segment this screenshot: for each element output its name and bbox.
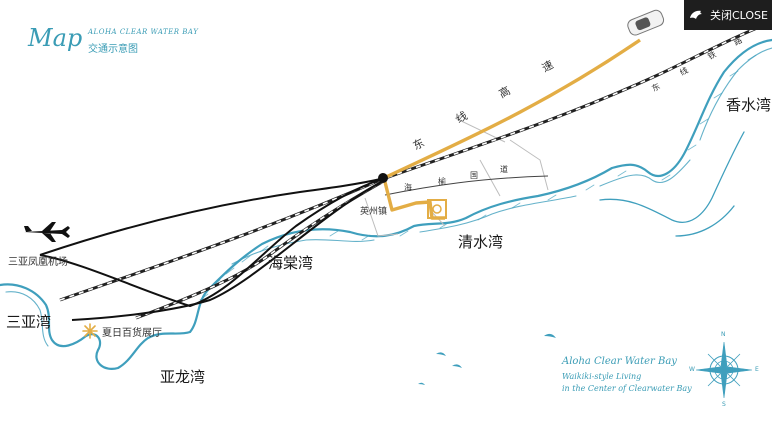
coastline-main <box>0 38 772 370</box>
label-xiangshui-bay: 香水湾 <box>726 96 772 114</box>
showroom-flower-icon <box>82 323 98 339</box>
compass-rose-icon <box>695 341 753 399</box>
map-logo-script: Map <box>28 24 83 52</box>
coastline <box>0 38 772 370</box>
label-yalong-bay: 亚龙湾 <box>160 368 206 386</box>
brand-name-en: ALOHA CLEAR WATER BAY <box>88 28 199 36</box>
label-sanya-airport: 三亚凤凰机场 <box>8 257 68 268</box>
label-sanya-bay: 三亚湾 <box>6 313 52 331</box>
airplane-icon <box>24 222 70 242</box>
car-icon <box>627 9 665 36</box>
close-button[interactable]: 关闭CLOSE <box>684 0 772 30</box>
hainan-road <box>384 175 549 196</box>
interchange-node <box>378 173 388 183</box>
label-xiari-showroom: 夏日百货展厅 <box>102 328 162 339</box>
birds-icon <box>418 333 556 385</box>
tagline-title: Aloha Clear Water Bay <box>562 356 677 367</box>
label-hainan-road-char: 海 <box>404 183 412 192</box>
coastline-detail <box>599 131 745 237</box>
east-expressway <box>382 38 641 220</box>
compass-e: E <box>755 366 759 373</box>
coastline-inner <box>5 47 772 347</box>
label-hainan-road-char: 榆 <box>438 177 446 186</box>
label-hainan-road-char: 国 <box>470 171 478 180</box>
close-label: 关闭CLOSE <box>709 9 768 22</box>
label-yingzhou-town: 英州镇 <box>360 207 388 217</box>
tagline-line-2: in the Center of Clearwater Bay <box>562 384 692 393</box>
map-subtitle: 交通示意图 <box>88 44 138 55</box>
east-railway <box>59 20 772 320</box>
compass-n: N <box>721 331 726 338</box>
compass-s: S <box>722 401 726 408</box>
label-hainan-road-char: 道 <box>500 165 508 174</box>
label-haitang-bay: 海棠湾 <box>268 254 314 272</box>
tagline-line-1: Waikiki-style Living <box>562 372 642 381</box>
dolphin-icon <box>689 10 702 19</box>
project-location-icon <box>427 199 447 219</box>
compass-w: W <box>689 366 695 373</box>
airport-roads <box>39 177 386 321</box>
label-qingshui-bay: 清水湾 <box>458 233 504 251</box>
